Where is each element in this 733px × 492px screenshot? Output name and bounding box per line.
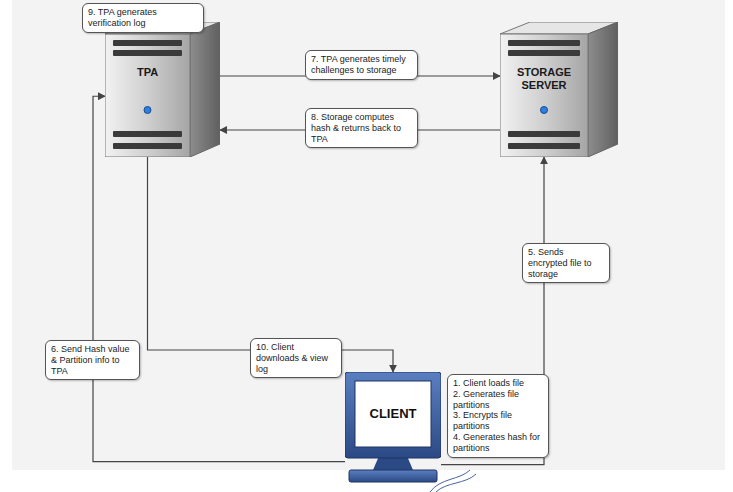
node-title: CLIENT	[345, 406, 441, 422]
client-computer: CLIENT	[345, 372, 441, 484]
drive-bay	[508, 131, 580, 137]
node-title: TPA	[107, 66, 188, 79]
drive-bay	[113, 143, 182, 149]
callout-box: 9. TPA generates verification log	[82, 3, 204, 33]
monitor-frame	[345, 372, 441, 458]
server-side	[588, 22, 618, 157]
server-node: TPA	[105, 22, 220, 157]
server-node: STORAGE SERVER	[500, 22, 618, 157]
panel	[12, 0, 725, 470]
edge-label: 10. Client downloads & view log	[250, 338, 342, 378]
monitor-shape	[345, 372, 441, 484]
drive-bay	[508, 50, 580, 56]
power-led	[541, 107, 548, 114]
edge-label: 5. Sends encrypted file to storage	[522, 243, 610, 283]
drive-bay	[508, 143, 580, 149]
step-text: 3. Encrypts file partitions	[453, 410, 543, 432]
step-text: 9. TPA generates verification log	[88, 7, 198, 29]
step-text: 4. Generates hash for partitions	[453, 432, 543, 454]
edge-label: 7. TPA generates timely challenges to st…	[305, 50, 418, 80]
monitor-base	[349, 470, 437, 482]
step-text: 2. Generates file partitions	[453, 389, 543, 411]
drive-bay	[113, 50, 182, 56]
server-tower	[105, 22, 220, 157]
drive-bay	[508, 40, 580, 46]
power-led	[144, 107, 151, 114]
drive-bay	[113, 40, 182, 46]
server-front	[500, 34, 588, 157]
edge-label: 6. Send Hash value & Partition info to T…	[45, 340, 140, 380]
server-side	[190, 22, 220, 157]
edge-label: 8. Storage computes hash & returns back …	[305, 108, 418, 148]
drive-bay	[113, 131, 182, 137]
server-front	[105, 34, 190, 157]
step-text: 1. Client loads file	[453, 378, 543, 389]
steps-box: 1. Client loads file2. Generates file pa…	[447, 374, 549, 458]
node-title: STORAGE SERVER	[502, 66, 586, 92]
